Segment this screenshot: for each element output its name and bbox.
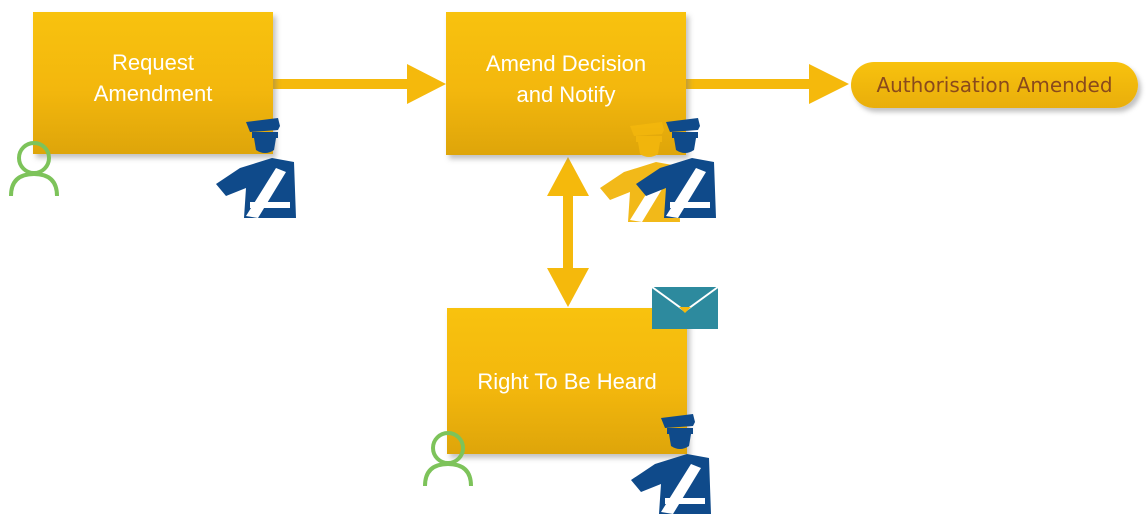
process-amend-decision-label: Amend Decision and Notify [485,50,647,107]
process-request-amendment-label: Request Amendment [93,50,213,106]
arrow-amend-to-terminal [686,64,849,104]
process-right-to-be-heard-label: Right To Be Heard [477,368,657,394]
person-outline-icon [423,431,473,488]
officer-icon [631,414,711,514]
person-outline-icon [9,141,59,198]
envelope-icon [651,286,719,329]
process-request-amendment: Request Amendment [33,12,273,154]
officer-icon [216,118,296,218]
terminal-authorisation-amended-label: Authorisation Amended [876,73,1113,97]
arrow-request-to-amend [273,64,446,104]
terminal-authorisation-amended: Authorisation Amended [851,62,1138,108]
process-right-to-be-heard: Right To Be Heard [447,308,687,454]
arrow-amend-heard-bidirectional [547,157,589,307]
